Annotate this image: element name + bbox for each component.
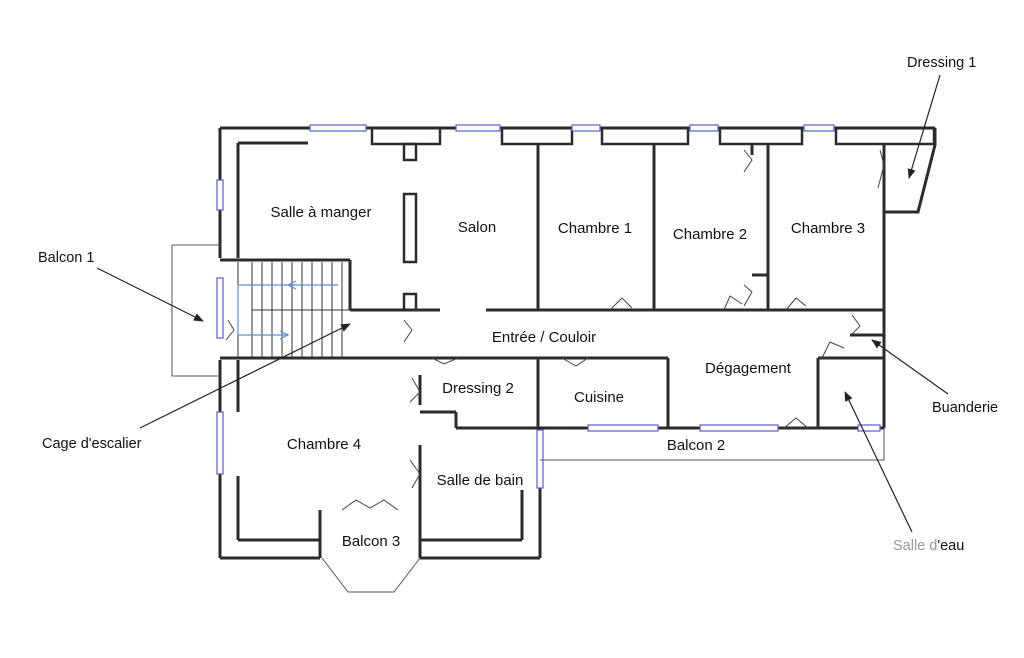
callout-leaders (96, 74, 949, 533)
room-salle-a-manger: Salle à manger (271, 204, 372, 221)
staircase (237, 262, 350, 358)
room-entree-couloir: Entrée / Couloir (492, 329, 596, 346)
leader-salle-deau (844, 391, 913, 533)
leader-cage-escalier (139, 323, 351, 429)
room-dressing-2: Dressing 2 (442, 380, 514, 397)
leader-buanderie (871, 339, 949, 395)
room-chambre-4: Chambre 4 (287, 436, 361, 453)
callout-salle-deau-rest: 'eau (937, 538, 964, 554)
leader-balcon-1 (96, 267, 204, 322)
leader-dressing-1 (907, 74, 941, 179)
windows (216, 124, 881, 489)
room-balcon-3: Balcon 3 (342, 533, 400, 550)
callout-salle-deau-faint: Salle d (893, 538, 937, 554)
room-salon: Salon (458, 219, 496, 236)
balconies (171, 244, 885, 593)
interior-walls (220, 143, 884, 510)
callout-balcon-1: Balcon 1 (38, 250, 94, 266)
doors (225, 149, 885, 511)
callout-cage-escalier: Cage d'escalier (42, 436, 142, 452)
room-chambre-1: Chambre 1 (558, 220, 632, 237)
callout-dressing-1: Dressing 1 (907, 55, 976, 71)
room-chambre-3: Chambre 3 (791, 220, 865, 237)
room-chambre-2: Chambre 2 (673, 226, 747, 243)
room-balcon-2: Balcon 2 (667, 437, 725, 454)
callout-salle-deau: Salle d'eau (893, 538, 964, 554)
top-bays (370, 126, 936, 162)
room-degagement: Dégagement (705, 360, 792, 377)
room-cuisine: Cuisine (574, 389, 624, 406)
callout-buanderie: Buanderie (932, 400, 998, 416)
room-salle-de-bain: Salle de bain (437, 472, 524, 489)
callout-labels: Dressing 1 Balcon 1 Cage d'escalier Buan… (38, 55, 998, 554)
room-labels: Salle à manger Salon Chambre 1 Chambre 2… (271, 204, 866, 550)
